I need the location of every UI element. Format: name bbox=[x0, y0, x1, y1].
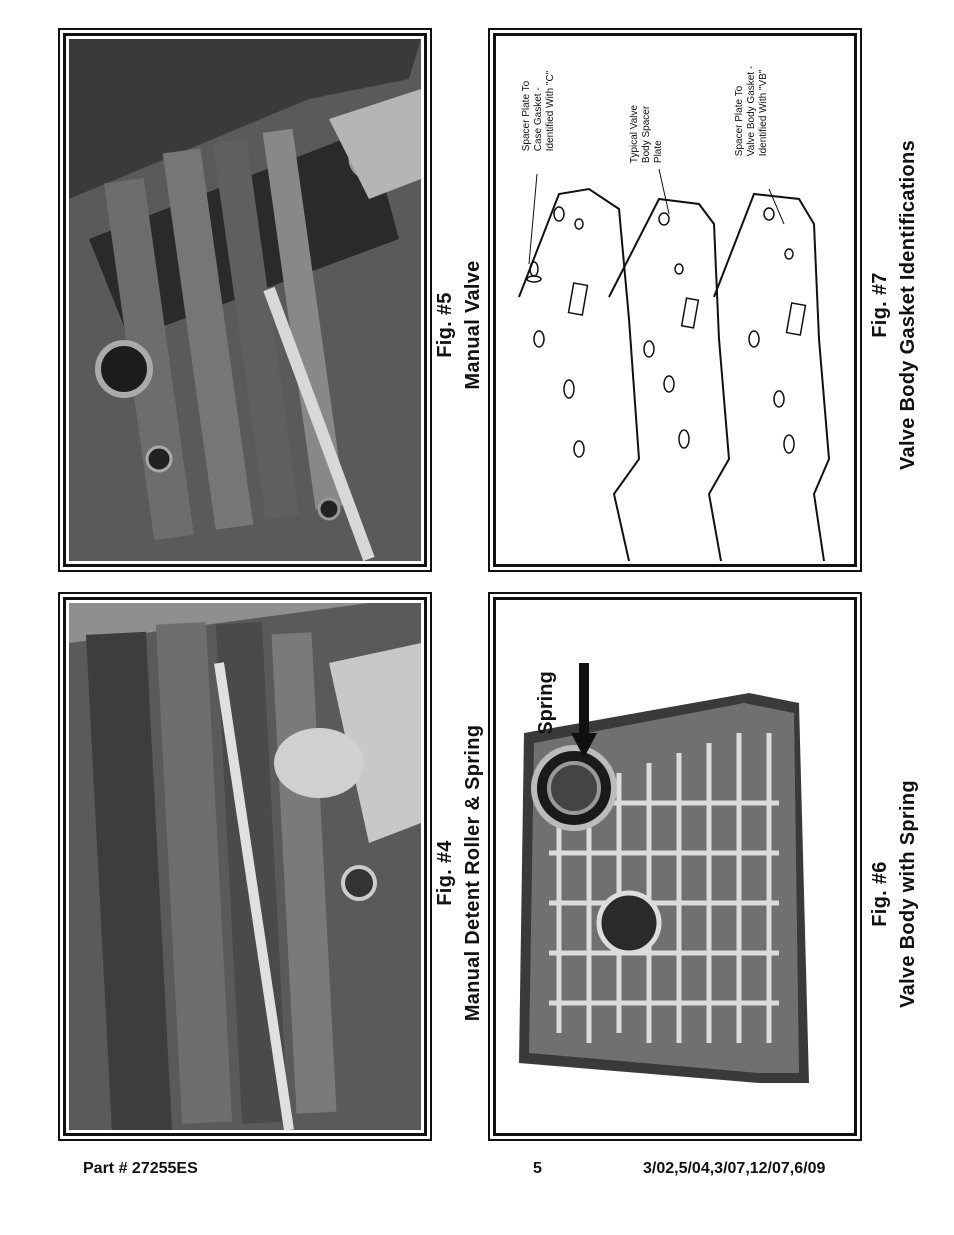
gasket-drawing: Spacer Plate To Case Gasket - Identified… bbox=[499, 39, 851, 561]
manual-valve-photo bbox=[69, 39, 421, 561]
fig5-title: Manual Valve bbox=[462, 260, 484, 390]
fig7-title: Valve Body Gasket Identifications bbox=[897, 139, 919, 471]
vb-gasket-line-3: Identified With "VB" bbox=[758, 69, 769, 157]
valve-body-photo: Spring bbox=[499, 603, 851, 1130]
case-gasket-line-3: Identified With "C" bbox=[545, 70, 556, 152]
fig5-number: Fig. #5 bbox=[434, 292, 456, 358]
vb-gasket-line-2: Valve Body Gasket - bbox=[746, 65, 757, 157]
footer-page-number: 5 bbox=[533, 1160, 542, 1177]
fig7-number: Fig. #7 bbox=[869, 272, 891, 338]
fig6-title: Valve Body with Spring bbox=[897, 780, 919, 1008]
detent-roller-photo bbox=[69, 603, 421, 1130]
fig6-number: Fig. #6 bbox=[869, 861, 891, 927]
vb-gasket-line-1: Spacer Plate To bbox=[734, 85, 745, 157]
case-gasket-line-2: Case Gasket - bbox=[533, 87, 544, 152]
manual-valve-illustration bbox=[69, 39, 421, 561]
spacer-plate-line-2: Body Spacer bbox=[641, 105, 652, 164]
footer-part-number: Part # 27255ES bbox=[83, 1160, 198, 1177]
valve-body-illustration bbox=[519, 663, 809, 1083]
fig6-photo-frame: Spring bbox=[488, 592, 862, 1141]
spring-callout-text: Spring bbox=[535, 671, 557, 735]
spacer-plate-line-1: Typical Valve bbox=[629, 104, 640, 164]
fig5-photo-frame bbox=[58, 28, 432, 572]
detent-roller-illustration bbox=[69, 603, 421, 1130]
gasket-plates-illustration bbox=[518, 168, 831, 561]
case-gasket-line-1: Spacer Plate To bbox=[521, 80, 532, 152]
spacer-plate-line-3: Plate bbox=[653, 140, 664, 164]
fig7-drawing-frame: Spacer Plate To Case Gasket - Identified… bbox=[488, 28, 862, 572]
fig4-photo-frame bbox=[58, 592, 432, 1141]
footer-revision-dates: 3/02,5/04,3/07,12/07,6/09 bbox=[643, 1160, 826, 1177]
fig4-title: Manual Detent Roller & Spring bbox=[462, 724, 484, 1022]
fig4-number: Fig. #4 bbox=[434, 840, 456, 906]
